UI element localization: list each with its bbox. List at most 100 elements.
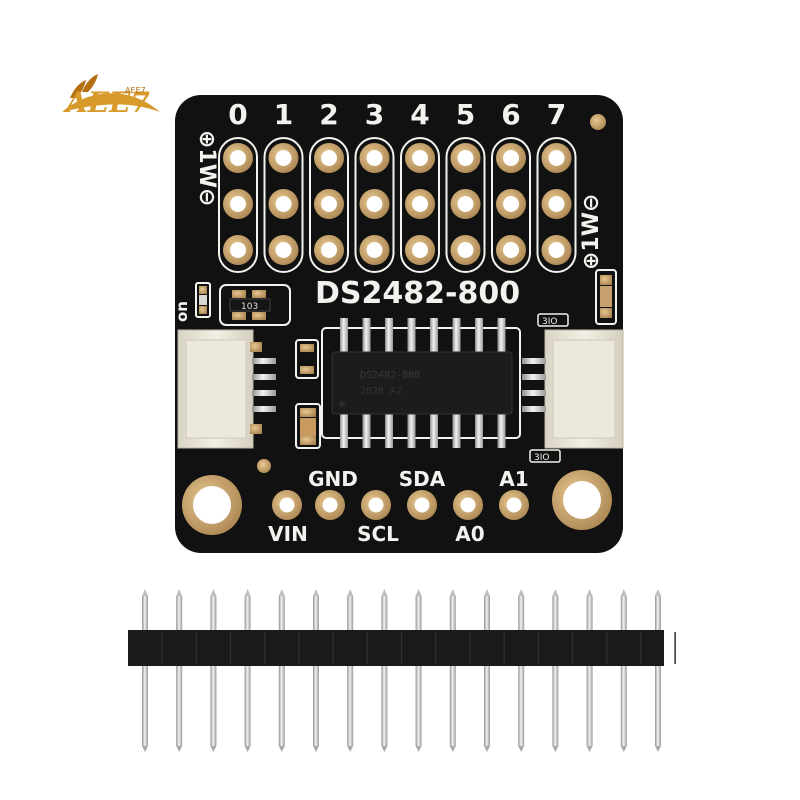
- pad-hole: [412, 196, 428, 212]
- header-pin-tip: [347, 746, 354, 752]
- pad-hole: [230, 196, 246, 212]
- header-pin: [347, 596, 354, 746]
- header-pin-tip: [449, 589, 456, 596]
- ic-pin: [407, 412, 416, 448]
- pad-column-outline: [536, 137, 577, 273]
- header-pad-hole: [322, 497, 338, 513]
- header-pin-tip: [518, 746, 525, 752]
- pad-hole: [366, 150, 383, 166]
- header-pin-tip: [142, 746, 148, 752]
- header-pin: [449, 596, 456, 746]
- pad-hole: [503, 196, 519, 212]
- resistor-code: 103: [241, 302, 258, 312]
- channel-label: 5: [456, 98, 475, 131]
- header-pin-tip: [518, 589, 525, 596]
- header-pin: [655, 596, 661, 746]
- header-pin-tip: [484, 746, 490, 752]
- header-pin-tip: [176, 746, 183, 752]
- ic-pin: [385, 318, 393, 354]
- ic-pin: [430, 412, 438, 448]
- header-pin-tip: [244, 589, 251, 596]
- channel-label: 0: [228, 98, 247, 131]
- wheat-swoosh-icon: [62, 93, 160, 112]
- header-pin-tip: [415, 589, 422, 596]
- header-pin-tip: [620, 746, 627, 752]
- pad-hole: [321, 196, 337, 212]
- header-pin: [518, 596, 525, 746]
- pad-hole: [457, 150, 474, 166]
- header-pin-tip: [210, 746, 217, 752]
- pad-hole: [275, 242, 292, 258]
- board-title: DS2482-800: [315, 276, 520, 311]
- fiducial-bottom-left: [257, 459, 271, 473]
- pad-hole: [230, 150, 246, 166]
- pad-column-outline: [445, 137, 486, 273]
- ic-pin: [385, 412, 393, 448]
- connector-label-right-bottom: 3IO: [534, 453, 549, 463]
- header-pad-hole: [368, 497, 384, 513]
- header-pin: [176, 596, 183, 746]
- pad-hole: [321, 150, 337, 166]
- channel-label: 2: [319, 98, 338, 131]
- header-pin-tip: [278, 746, 285, 752]
- ic-pin: [497, 412, 506, 448]
- led-label: on: [173, 301, 191, 322]
- ic-pin: [407, 318, 416, 354]
- pad-hole: [230, 242, 246, 258]
- ic-pin: [340, 318, 348, 354]
- header-pin: [381, 596, 388, 746]
- header-pin-tip: [552, 746, 559, 752]
- pad-column-outline: [491, 137, 531, 273]
- ic-pin: [475, 318, 483, 354]
- channel-label: 3: [365, 98, 384, 131]
- channel-label: 6: [501, 98, 520, 131]
- pad-hole: [548, 242, 565, 258]
- header-pin: [586, 596, 593, 746]
- pin-label: SDA: [399, 467, 446, 491]
- connector-label-right-top: 3IO: [542, 317, 557, 327]
- pad-grid: [218, 137, 577, 273]
- header-pin: [484, 596, 490, 746]
- pad-column-outline: [218, 137, 258, 273]
- pad-hole: [412, 242, 428, 258]
- pad-hole: [412, 150, 428, 166]
- pad-column-outline: [354, 137, 395, 273]
- pad-hole: [275, 196, 292, 212]
- header-pin-tip: [586, 589, 593, 596]
- wheat-ear-icon: [70, 74, 98, 98]
- header-pad-hole: [414, 497, 430, 513]
- ic-pin: [340, 412, 348, 448]
- header-pin-tip: [210, 589, 217, 596]
- ic-pin: [452, 318, 461, 354]
- pin-label: A1: [499, 467, 528, 491]
- header-pin-tip: [449, 746, 456, 752]
- pad-hole: [548, 150, 565, 166]
- header-plastic-body: [128, 630, 664, 666]
- mounting-hole-left: [182, 475, 242, 535]
- header-pin-tip: [415, 746, 422, 752]
- pin-label: VIN: [268, 522, 308, 546]
- header-pin-tip: [142, 589, 148, 596]
- header-pin-tip: [484, 589, 490, 596]
- pad-hole: [366, 196, 383, 212]
- header-pin-tip: [620, 589, 627, 596]
- header-pad-hole: [460, 497, 476, 513]
- resistor-103: 103: [219, 284, 291, 326]
- channel-label: 7: [547, 98, 566, 131]
- header-pin-tip: [347, 589, 354, 596]
- header-pin-tip: [381, 746, 388, 752]
- header-pin-tip: [586, 746, 593, 752]
- pad-hole: [366, 242, 383, 258]
- ic-pin: [452, 412, 461, 448]
- pad-hole: [457, 196, 474, 212]
- pad-hole: [457, 242, 474, 258]
- pin-label: A0: [455, 522, 484, 546]
- header-pin-tip: [278, 589, 285, 596]
- side-label-right: ⊕1W⊖: [579, 194, 604, 270]
- header-pin-tip: [655, 589, 661, 596]
- header-pin-tip: [176, 589, 183, 596]
- ic-pin: [362, 318, 371, 354]
